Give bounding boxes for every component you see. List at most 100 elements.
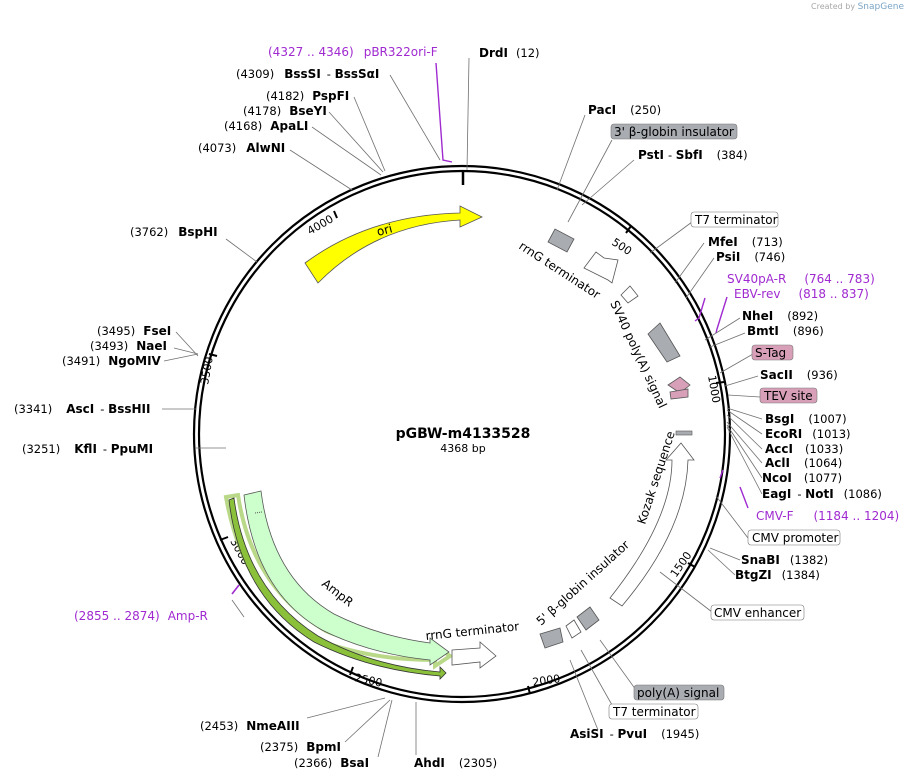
enzyme-bsphi[interactable]: (3762)BspHI — [130, 225, 218, 239]
enzyme-naei[interactable]: (3493)NaeI — [90, 339, 167, 353]
tick-3000 — [219, 536, 229, 541]
tick-1000 — [715, 381, 725, 384]
tick-label-3500: 3500 — [198, 356, 216, 386]
enzyme-bseyi[interactable]: (4178)BseYI — [243, 104, 327, 118]
enzyme-bsgi[interactable]: BsgI(1007) — [765, 412, 847, 426]
primer-marks — [231, 62, 749, 595]
t7-bottom-label-box — [608, 703, 699, 720]
primer-cmv-f-mark — [719, 469, 749, 509]
tick-label-1000: 1000 — [705, 374, 723, 404]
rrng-terminator-bottom[interactable] — [451, 641, 497, 669]
enzyme-bsai[interactable]: (2366)BsaI — [294, 756, 369, 770]
rrng-terminator-top[interactable] — [583, 251, 619, 284]
t7-terminator-top-feature[interactable] — [620, 285, 639, 304]
tev-feature[interactable] — [669, 388, 689, 400]
primer-amp-r[interactable]: (2855 .. 2874)Amp-R — [74, 609, 208, 623]
leader-mfei — [674, 242, 705, 284]
leader-nmeaiii — [306, 697, 386, 719]
cmv-promoter-label[interactable]: CMV promoter — [752, 531, 839, 545]
stag-label-box — [751, 344, 794, 361]
t7-terminator-top-label[interactable]: T7 terminator — [694, 213, 778, 227]
primer-labels: (4327 .. 4346)pBR322ori-F SV40pA-R(764 .… — [74, 45, 899, 623]
enzyme-pspfi[interactable]: (4182)PspFI — [266, 89, 349, 103]
bglobin5-insulator-feature[interactable] — [539, 627, 564, 649]
leader-acci — [726, 414, 763, 450]
stag-label[interactable]: S-Tag — [755, 346, 786, 360]
bglobin3-insulator-feature[interactable] — [547, 228, 575, 253]
cmv-enhancer-label[interactable]: CMV enhancer — [714, 606, 801, 620]
primer-cmv-f[interactable]: CMV-F(1184 .. 1204) — [756, 509, 899, 523]
enzyme-acci[interactable]: AccI(1033) — [765, 442, 843, 456]
sv40-polya-feature[interactable] — [647, 322, 681, 363]
enzyme-bsssi[interactable]: (4309)BssSI- BssSαI — [236, 67, 379, 81]
enzyme-bpmi[interactable]: (2375)BpmI — [260, 740, 341, 754]
cmv-enhancer-feature[interactable] — [609, 442, 695, 607]
enzyme-paci[interactable]: PacI(250) — [588, 103, 661, 117]
leader-stag — [719, 353, 754, 374]
polya-signal-feature[interactable] — [576, 606, 600, 631]
polya-label[interactable]: poly(A) signal — [637, 686, 719, 700]
enzyme-asisi-pvui[interactable]: AsiSI- PvuI(1945) — [570, 727, 699, 741]
stag-feature[interactable] — [667, 376, 691, 394]
enzyme-ncoi[interactable]: NcoI(1077) — [762, 471, 842, 485]
sv40-label: SV40 poly(A) signal — [607, 298, 669, 410]
ampr-feature[interactable] — [243, 490, 450, 666]
enzyme-snabi[interactable]: SnaBI(1382) — [741, 553, 828, 567]
t7-terminator-bottom-label[interactable]: T7 terminator — [612, 705, 696, 719]
leader-bseyi — [328, 111, 384, 173]
leader-bsai — [377, 699, 393, 758]
t7-top-label-box — [690, 211, 779, 228]
kozak-feature[interactable] — [675, 430, 693, 436]
t7-terminator-bottom-feature[interactable] — [565, 619, 582, 639]
enzyme-apali[interactable]: (4168)ApaLI — [224, 119, 308, 133]
enzyme-ecori[interactable]: EcoRI(1013) — [765, 427, 851, 441]
tick-label-4000: 4000 — [305, 212, 336, 237]
cmv-promoter-label-box — [747, 529, 841, 546]
enzyme-acli[interactable]: AclI(1064) — [765, 456, 842, 470]
ori-feature[interactable] — [304, 205, 483, 284]
plasmid-name: pGBW-m4133528 — [396, 426, 531, 442]
ori-label: ori — [375, 221, 394, 239]
leader-nhei — [704, 317, 741, 341]
polya-label-box — [633, 684, 725, 701]
amp-promoter[interactable] — [228, 497, 447, 680]
tev-label[interactable]: TEV site — [763, 389, 813, 403]
primer-sv40pa-r[interactable]: SV40pA-R(764 .. 783) — [727, 272, 875, 286]
enzyme-labels: DrdI(12) PacI(250) PstI- SbfI(384) MfeI(… — [14, 46, 882, 770]
leader-bsphi — [225, 238, 258, 263]
enzyme-nmeaiii[interactable]: (2453)NmeAIII — [200, 719, 300, 733]
tick-2000 — [527, 685, 531, 695]
enzyme-bmti[interactable]: BmtI(896) — [747, 324, 824, 338]
primer-pbr322ori-f[interactable]: (4327 .. 4346)pBR322ori-F — [268, 45, 438, 59]
enzyme-alwni[interactable]: (4073)AlwNI — [198, 141, 285, 155]
bglobin3-label[interactable]: 3' β-globin insulator — [614, 125, 734, 139]
leader-bglobin3 — [567, 139, 613, 223]
enzyme-psti-sbfi[interactable]: PstI- SbfI(384) — [638, 148, 748, 162]
leader-bsgi — [726, 407, 763, 420]
leader-psti — [581, 159, 635, 206]
leader-cmv-enhancer — [659, 571, 713, 613]
enzyme-drdi[interactable]: DrdI(12) — [479, 46, 540, 60]
primer-ebv-rev[interactable]: EBV-rev(818 .. 837) — [734, 287, 869, 301]
leader-acli — [726, 421, 763, 464]
snapgene-credit: Created by SnapGene — [811, 2, 904, 12]
enzyme-mfei[interactable]: MfeI(713) — [708, 235, 783, 249]
enzyme-ahdi[interactable]: AhdI(2305) — [414, 756, 497, 770]
cmv-enhancer-label-box — [710, 604, 805, 621]
enzyme-fsei[interactable]: (3495)FseI — [97, 324, 171, 338]
primer-pbr322ori-f-mark — [435, 62, 453, 163]
enzyme-kfli-ppumi[interactable]: (3251)KflI- PpuMI — [22, 442, 153, 456]
enzyme-sacii[interactable]: SacII(936) — [760, 368, 838, 382]
enzyme-ngomiv[interactable]: (3491)NgoMIV — [62, 354, 162, 368]
leader-alwni — [289, 149, 353, 191]
leader-pspfi — [353, 96, 386, 172]
enzyme-psii[interactable]: PsiI(746) — [716, 250, 785, 264]
leader-snabi — [709, 547, 741, 561]
leader-paci — [556, 114, 586, 191]
enzyme-asci-bsshii[interactable]: (3341)AscI- BssHII — [14, 402, 150, 416]
snapgene-logo: SnapGene — [857, 2, 904, 12]
enzyme-btgzi[interactable]: BtgZI(1384) — [735, 568, 820, 582]
leader-bsssi — [389, 74, 441, 161]
enzyme-eagi-noti[interactable]: EagI- NotI(1086) — [762, 487, 882, 501]
enzyme-nhei[interactable]: NheI(892) — [742, 309, 818, 323]
